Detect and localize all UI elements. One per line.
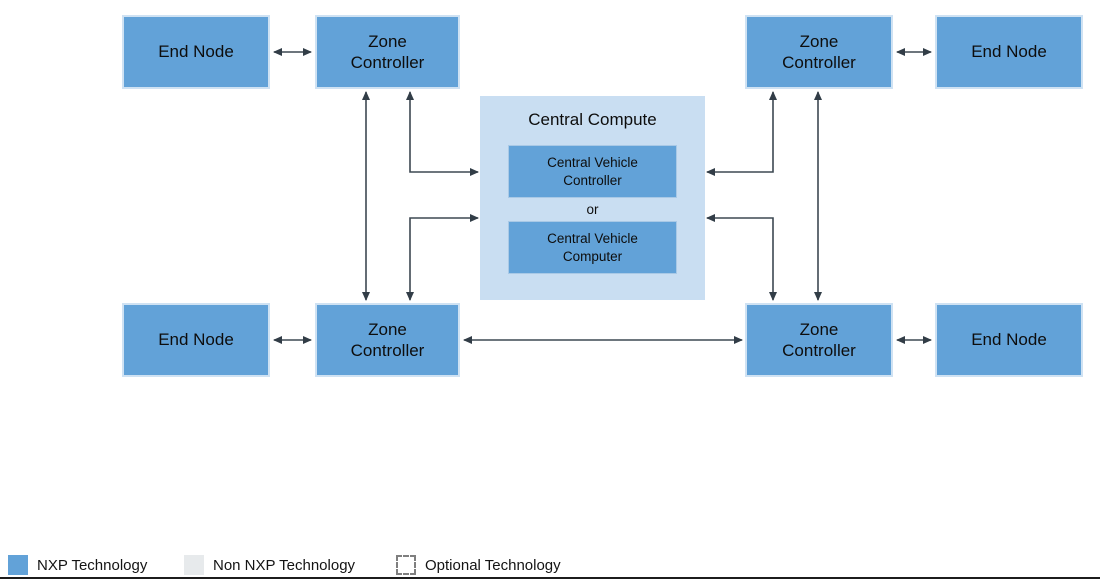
legend-item-optional: Optional Technology (396, 553, 561, 577)
zone-controller-bottom-right: Zone Controller (745, 303, 893, 377)
zone-controller-top-left: Zone Controller (315, 15, 460, 89)
nxp-technology-swatch (8, 555, 28, 575)
end-node-label: End Node (158, 42, 234, 62)
end-node-bottom-left: End Node (122, 303, 270, 377)
end-node-label: End Node (971, 42, 1047, 62)
central-vehicle-controller-label: Central Vehicle Controller (547, 154, 638, 188)
optional-technology-swatch (396, 555, 416, 575)
legend-label: NXP Technology (37, 556, 148, 574)
end-node-bottom-right: End Node (935, 303, 1083, 377)
connector-zone-tl-central (406, 91, 479, 176)
zone-controller-label: Zone Controller (782, 31, 856, 72)
legend: NXP Technology Non NXP Technology Option… (0, 553, 1100, 577)
zone-controller-bottom-left: Zone Controller (315, 303, 460, 377)
end-node-top-left: End Node (122, 15, 270, 89)
legend-item-non-nxp: Non NXP Technology (184, 553, 355, 577)
central-compute-container: Central Compute Central Vehicle Controll… (480, 96, 705, 300)
central-compute-title: Central Compute (528, 110, 657, 129)
central-vehicle-computer-label: Central Vehicle Computer (547, 230, 638, 264)
end-node-top-right: End Node (935, 15, 1083, 89)
zone-controller-label: Zone Controller (782, 319, 856, 360)
end-node-label: End Node (971, 330, 1047, 350)
zone-controller-label: Zone Controller (350, 319, 425, 360)
legend-label: Optional Technology (425, 556, 561, 574)
zone-controller-label: Zone Controller (350, 31, 425, 72)
or-label: or (586, 202, 599, 217)
legend-item-nxp: NXP Technology (8, 553, 147, 577)
end-node-label: End Node (158, 330, 234, 350)
non-nxp-technology-swatch (184, 555, 204, 575)
central-vehicle-controller-box: Central Vehicle Controller (508, 145, 677, 198)
connector-zone-bl-central (406, 214, 479, 301)
connector-zone-tr-central (706, 91, 777, 176)
zone-controller-top-right: Zone Controller (745, 15, 893, 89)
connector-zone-br-central (706, 214, 777, 301)
legend-label: Non NXP Technology (213, 556, 356, 574)
bottom-divider (0, 577, 1100, 579)
central-vehicle-computer-box: Central Vehicle Computer (508, 221, 677, 274)
